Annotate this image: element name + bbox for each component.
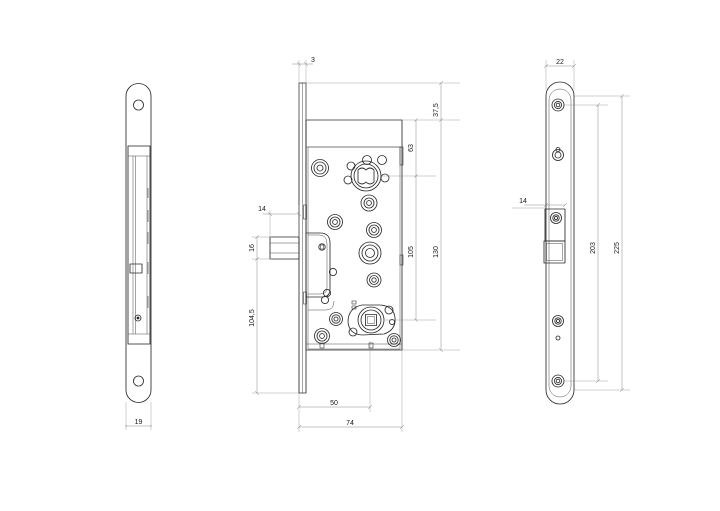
dim-tick-105-b bbox=[413, 317, 419, 323]
follower-plate-outline bbox=[347, 304, 396, 336]
dim-tick-203-b bbox=[595, 378, 601, 384]
follower-aux-hole-3 bbox=[348, 327, 358, 337]
case-edge-bottom-cap bbox=[127, 333, 151, 345]
cyl-satellite-hole-4 bbox=[377, 155, 387, 165]
right-view-faceplate-front: 22 14 203 225 bbox=[512, 59, 630, 405]
latch-square-opening bbox=[543, 240, 566, 264]
latch-aperture-screw bbox=[550, 212, 562, 224]
left-view-faceplate-edge: 19 bbox=[124, 83, 153, 430]
dim-tick-104-5-b bbox=[254, 390, 260, 396]
cyl-satellite-hole-2 bbox=[343, 175, 353, 185]
dim-tick-203-a bbox=[595, 102, 601, 108]
boss-top-left bbox=[311, 159, 329, 177]
center-view-lock-body: 3 63 37,5 105 130 14 bbox=[249, 57, 460, 432]
edge-screw-center bbox=[136, 316, 140, 320]
boss-left-mid bbox=[327, 214, 343, 230]
cyl-satellite-hole-5 bbox=[380, 173, 390, 183]
boss-center-large bbox=[358, 241, 382, 265]
dim-tick-3-b bbox=[303, 61, 309, 67]
follower-hub-outer bbox=[357, 306, 385, 334]
detail-hole-1 bbox=[322, 288, 332, 298]
small-pin-hole bbox=[555, 335, 561, 341]
edge-screw bbox=[134, 314, 142, 322]
dim-label-130: 130 bbox=[433, 246, 440, 258]
case-tab-right-1 bbox=[399, 146, 404, 166]
cyl-satellite-hole-3 bbox=[362, 155, 372, 165]
detail-slot-3 bbox=[319, 342, 325, 349]
latch-hole-mid bbox=[328, 267, 338, 277]
dim-label-104-5: 104,5 bbox=[249, 309, 256, 327]
latch-square-opening-inner bbox=[546, 243, 563, 261]
dim-tick-14-b bbox=[296, 211, 302, 217]
dim-label-37-5: 37,5 bbox=[433, 103, 440, 117]
case-tab-left-1 bbox=[303, 204, 307, 220]
fixing-hole-bottom bbox=[133, 375, 144, 387]
dim-label-225: 225 bbox=[614, 242, 621, 254]
boss-right-lower bbox=[366, 272, 382, 288]
boss-bottom-right bbox=[387, 333, 401, 347]
latch-pin-hole bbox=[318, 243, 326, 251]
dim-tick-14r-a bbox=[543, 202, 549, 208]
dim-label-203: 203 bbox=[590, 242, 597, 254]
latch-bolt bbox=[269, 236, 300, 260]
dim-label-3: 3 bbox=[311, 57, 315, 64]
dim-label-50: 50 bbox=[330, 400, 338, 407]
dim-tick-16-a bbox=[254, 234, 260, 240]
case-lower-cut bbox=[308, 300, 335, 311]
dim-tick-130-b bbox=[438, 347, 444, 353]
detail-slot-4 bbox=[368, 342, 374, 349]
dim-tick-37-5-a bbox=[438, 80, 444, 86]
dim-label-22: 22 bbox=[556, 59, 564, 66]
case-tab-right-2 bbox=[399, 254, 404, 266]
case-edge-top-cap bbox=[127, 145, 151, 157]
case-tab-left-2 bbox=[303, 291, 307, 305]
dim-tick-3-a bbox=[296, 61, 302, 67]
boss-left-lower bbox=[329, 312, 343, 326]
fixing-hole-top bbox=[133, 99, 144, 111]
dim-tick-22-b bbox=[571, 63, 577, 69]
cyl-satellite-hole-1 bbox=[346, 161, 356, 171]
cylinder-keyhole-profile bbox=[357, 167, 375, 185]
faceplate-front-inner-outline bbox=[548, 88, 572, 398]
latch-cutout-edge bbox=[129, 263, 143, 274]
cylinder-hole-mid bbox=[353, 163, 379, 189]
dim-tick-50-b bbox=[367, 404, 373, 410]
aperture-upper bbox=[552, 147, 564, 161]
dim-label-105: 105 bbox=[408, 246, 415, 258]
follower-aux-hole-1 bbox=[384, 305, 394, 315]
follower-aux-hole-2 bbox=[388, 318, 396, 326]
latch-pin-slot bbox=[320, 244, 324, 250]
dim-label-74: 74 bbox=[346, 420, 354, 427]
dim-tick-74-b bbox=[399, 424, 405, 430]
dim-tick-50-a bbox=[296, 404, 302, 410]
follower-square-hole bbox=[365, 314, 377, 326]
dim-tick-22-a bbox=[543, 63, 549, 69]
detail-slot-1 bbox=[351, 300, 357, 305]
dim-label-14-center: 14 bbox=[258, 206, 266, 213]
boss-mid-upper bbox=[360, 194, 378, 212]
follower-square-inner bbox=[367, 316, 375, 324]
dim-tick-14-a bbox=[267, 211, 273, 217]
aperture-lower bbox=[552, 315, 564, 327]
faceplate-edge-outline bbox=[125, 83, 152, 403]
follower-hub-inner bbox=[360, 309, 382, 331]
dim-label-16: 16 bbox=[249, 244, 256, 252]
boss-right-mid bbox=[366, 222, 382, 238]
dim-tick-225-a bbox=[619, 93, 625, 99]
dim-label-63: 63 bbox=[408, 144, 415, 152]
dim-tick-14r-b bbox=[562, 202, 568, 208]
dim-label-14-right: 14 bbox=[519, 198, 527, 205]
dim-label-19: 19 bbox=[135, 419, 143, 426]
dim-tick-63-a bbox=[413, 117, 419, 123]
latch-carrier-inner bbox=[308, 234, 328, 295]
boss-bottom-left bbox=[314, 328, 330, 344]
dim-tick-225-b bbox=[619, 387, 625, 393]
dim-tick-74-a bbox=[296, 424, 302, 430]
